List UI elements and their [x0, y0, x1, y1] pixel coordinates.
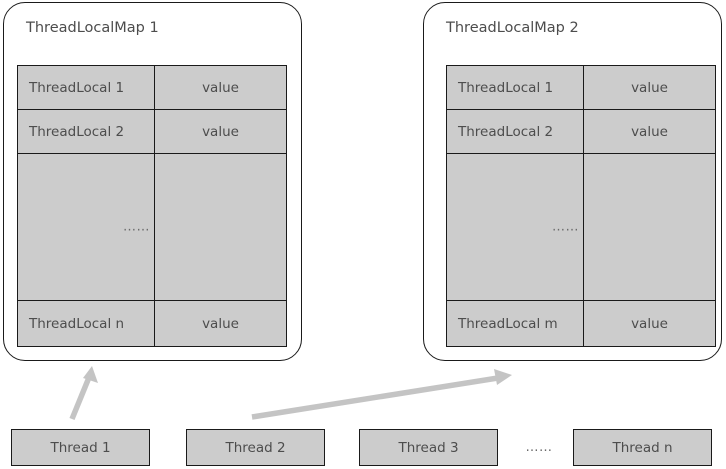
map-2-row-3-key: ThreadLocal m: [447, 301, 584, 346]
thread-box-4: Thread n: [573, 429, 712, 466]
map-2-row-0-value: value: [584, 66, 715, 109]
threadlocalmap-panel-1: ThreadLocalMap 1 ThreadLocal 1 value Thr…: [3, 2, 302, 361]
map-2-ellipsis-cell: ……: [447, 154, 584, 300]
map-2-row-1-value: value: [584, 110, 715, 153]
threads-ellipsis: ……: [525, 440, 553, 455]
thread-box-3: Thread 3: [359, 429, 498, 466]
table-row: ThreadLocal 1 value: [447, 66, 715, 110]
ellipsis-text: ……: [552, 219, 579, 235]
map-1-row-3-key: ThreadLocal n: [18, 301, 155, 346]
map-1-row-1-value: value: [155, 110, 286, 153]
thread-box-2-label: Thread 2: [225, 439, 286, 456]
arrow-thread2-to-map2: [251, 369, 512, 420]
thread-box-1: Thread 1: [11, 429, 150, 466]
map-2-ellipsis-value-cell: [584, 154, 715, 300]
table-row: ThreadLocal 2 value: [447, 110, 715, 154]
arrow-thread1-to-map1: [69, 366, 98, 421]
map-2-title: ThreadLocalMap 2: [446, 20, 579, 36]
map-1-ellipsis-cell: ……: [18, 154, 155, 300]
map-2-table: ThreadLocal 1 value ThreadLocal 2 value …: [446, 65, 716, 347]
map-1-table: ThreadLocal 1 value ThreadLocal 2 value …: [17, 65, 287, 347]
ellipsis-text: ……: [123, 219, 150, 235]
map-2-row-3-value: value: [584, 301, 715, 346]
table-row: ThreadLocal 2 value: [18, 110, 286, 154]
thread-box-2: Thread 2: [186, 429, 325, 466]
table-row-ellipsis: ……: [447, 154, 715, 301]
table-row: ThreadLocal 1 value: [18, 66, 286, 110]
map-1-row-1-key: ThreadLocal 2: [18, 110, 155, 153]
thread-box-1-label: Thread 1: [50, 439, 111, 456]
thread-box-3-label: Thread 3: [398, 439, 459, 456]
map-2-row-0-key: ThreadLocal 1: [447, 66, 584, 109]
map-1-row-0-key: ThreadLocal 1: [18, 66, 155, 109]
map-1-row-0-value: value: [155, 66, 286, 109]
table-row: ThreadLocal n value: [18, 301, 286, 346]
table-row: ThreadLocal m value: [447, 301, 715, 346]
map-1-ellipsis-value-cell: [155, 154, 286, 300]
map-1-row-3-value: value: [155, 301, 286, 346]
thread-box-4-label: Thread n: [612, 439, 673, 456]
threadlocalmap-panel-2: ThreadLocalMap 2 ThreadLocal 1 value Thr…: [423, 2, 722, 361]
map-1-title: ThreadLocalMap 1: [26, 20, 159, 36]
table-row-ellipsis: ……: [18, 154, 286, 301]
map-2-row-1-key: ThreadLocal 2: [447, 110, 584, 153]
